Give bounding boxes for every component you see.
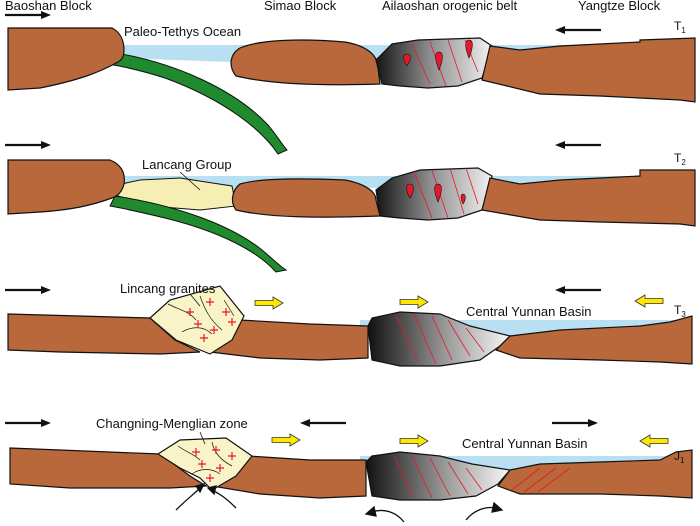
simao-block-j1 [210,455,367,499]
curved-arrow-icon [175,483,206,511]
yangtze-block-t3 [494,315,693,365]
baoshan-block [7,27,125,91]
panel-j1: Changning-Menglian zone Central Yunnan B… [3,416,693,523]
baoshan-block-t2 [7,159,125,215]
simao-block [230,39,381,86]
yellow-arrow-left-icon [634,294,664,308]
belt-faults-t3 [395,313,485,365]
label-lincang-granites: Lincang granites [120,281,216,296]
belt-faults-j1 [393,455,483,499]
subducting-slab [107,51,288,155]
simao-block-t2 [231,178,381,218]
arrow-left-icon [298,417,348,429]
arrow-right-icon [550,417,600,429]
stage-label-t2: T2 [674,151,686,167]
yellow-arrow-left-icon [639,434,669,448]
granite-crosses [186,298,236,342]
yangtze-thrusts-j1 [511,467,571,493]
curved-arrow-icon [364,505,405,523]
curved-arrow-icon [465,501,504,521]
stage-label-t1: T1 [674,19,686,35]
label-central-yunnan-basin-t3: Central Yunnan Basin [466,304,592,319]
label-baoshan: Baoshan Block [5,0,92,13]
lincang-granite-body [149,285,245,355]
label-changning-menglian: Changning-Menglian zone [96,416,248,431]
yellow-arrow-right-icon [399,295,429,309]
yangtze-block [481,37,696,103]
yangtze-block-t2 [481,169,696,227]
magma-bodies-t2 [406,183,466,205]
yellow-arrow-right-icon [271,433,301,447]
arrow-right-icon [3,417,53,429]
label-simao: Simao Block [264,0,337,13]
arrow-right-icon [3,284,53,296]
stage-label-t3: T3 [674,303,686,319]
subducting-slab-t2 [109,195,288,273]
arrow-left-icon [553,24,603,36]
granite-fractures-j1 [177,441,233,475]
simao-block-t3 [208,319,369,361]
leader-line [199,431,206,445]
panel-t3: Lincang granites Central Yunnan Basin T3 [3,281,693,367]
leader-line [189,293,201,307]
leader-line [179,171,201,191]
stage-label-j1: J1 [674,449,685,465]
arrow-left-icon [553,139,603,151]
label-ailaoshan: Ailaoshan orogenic belt [382,0,518,13]
panel-t1: Baoshan Block Simao Block Ailaoshan orog… [3,0,696,155]
label-paleo-tethys: Paleo-Tethys Ocean [124,24,241,39]
arrow-left-icon [553,284,603,296]
label-yangtze: Yangtze Block [578,0,661,13]
panel-t2: Lancang Group T2 [3,139,696,273]
yellow-arrow-right-icon [254,296,284,310]
magma-bodies [403,39,473,71]
curved-arrow-icon [206,485,237,509]
yellow-arrow-right-icon [399,434,429,448]
arrow-right-icon [3,139,53,151]
granite-crosses-j1 [192,446,236,482]
label-central-yunnan-basin-j1: Central Yunnan Basin [462,436,588,451]
label-lancang-group: Lancang Group [142,157,232,172]
